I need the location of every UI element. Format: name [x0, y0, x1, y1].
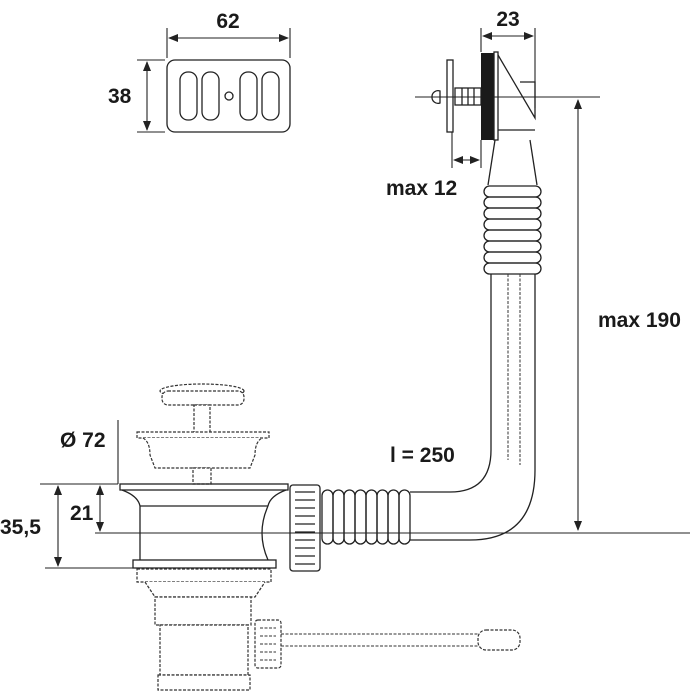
hose-length-label: l = 250: [390, 444, 455, 467]
overflow-depth-label: 23: [496, 8, 519, 31]
connection-nut: [289, 484, 321, 572]
overflow-pipe: [410, 274, 536, 541]
overflow-cover-plate: [166, 59, 291, 133]
body-height-label: 35,5: [0, 516, 41, 539]
wall-thickness-label: max 12: [386, 177, 457, 200]
dimension-strainer-diameter: Ø 72: [60, 420, 119, 484]
overflow-assembly: [415, 51, 600, 186]
outlet-height-label: 21: [70, 502, 94, 525]
overflow-height-label: max 190: [598, 309, 681, 332]
dimension-plate-height: 38: [108, 59, 165, 133]
vertical-corrugated-hose: [483, 185, 542, 275]
dimension-overflow-height: max 190: [574, 99, 681, 531]
strainer-diameter-label: Ø 72: [60, 429, 106, 452]
gasket: [481, 53, 494, 140]
lever-nut: [254, 619, 282, 669]
plate-width-label: 62: [216, 10, 239, 33]
dimension-wall-thickness: max 12: [386, 132, 482, 200]
dimension-overflow-depth: 23: [480, 8, 536, 108]
lever-handle: [477, 629, 521, 651]
dimension-outlet-height: 21: [40, 483, 118, 532]
horizontal-corrugated-hose: [321, 489, 411, 545]
plate-height-label: 38: [108, 85, 132, 108]
drain-body: [119, 383, 521, 691]
dimension-body-height: 35,5: [0, 485, 133, 569]
dimension-plate-width: 62: [166, 10, 291, 58]
